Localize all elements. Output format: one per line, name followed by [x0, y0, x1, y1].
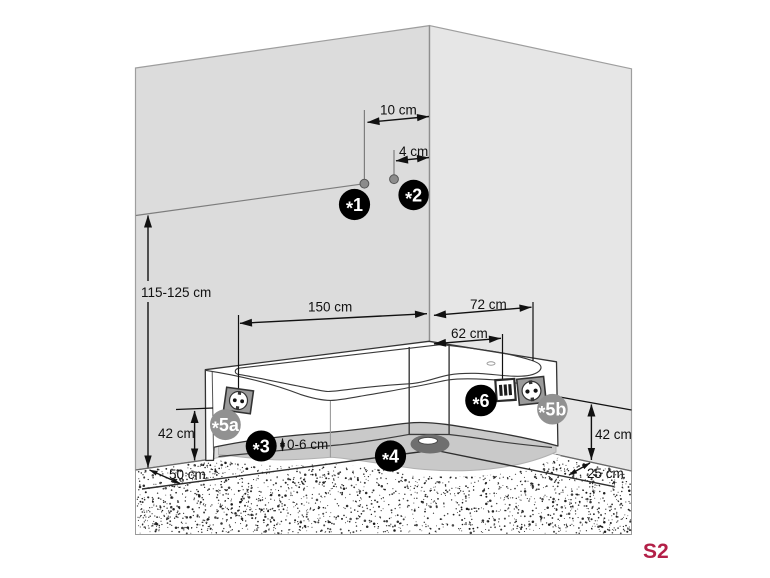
svg-text:42 cm: 42 cm	[595, 427, 632, 442]
svg-text:S2: S2	[643, 540, 669, 563]
svg-text:115-125 cm: 115-125 cm	[141, 285, 211, 300]
svg-text:*5a: *5a	[212, 415, 240, 438]
svg-text:*3: *3	[253, 437, 270, 460]
svg-text:150 cm: 150 cm	[308, 300, 352, 315]
svg-text:10 cm: 10 cm	[380, 103, 417, 118]
svg-text:50 cm: 50 cm	[169, 467, 206, 482]
svg-text:72 cm: 72 cm	[470, 297, 507, 312]
svg-text:*4: *4	[382, 447, 399, 470]
svg-text:*6: *6	[472, 391, 489, 414]
svg-text:42 cm: 42 cm	[158, 426, 195, 441]
svg-text:*2: *2	[405, 186, 422, 209]
svg-text:62 cm: 62 cm	[451, 326, 488, 341]
svg-text:25 cm: 25 cm	[587, 466, 624, 481]
svg-text:0-6 cm: 0-6 cm	[287, 437, 328, 452]
svg-text:4 cm: 4 cm	[399, 144, 428, 159]
svg-text:*5b: *5b	[538, 400, 566, 423]
svg-text:*1: *1	[346, 195, 363, 218]
